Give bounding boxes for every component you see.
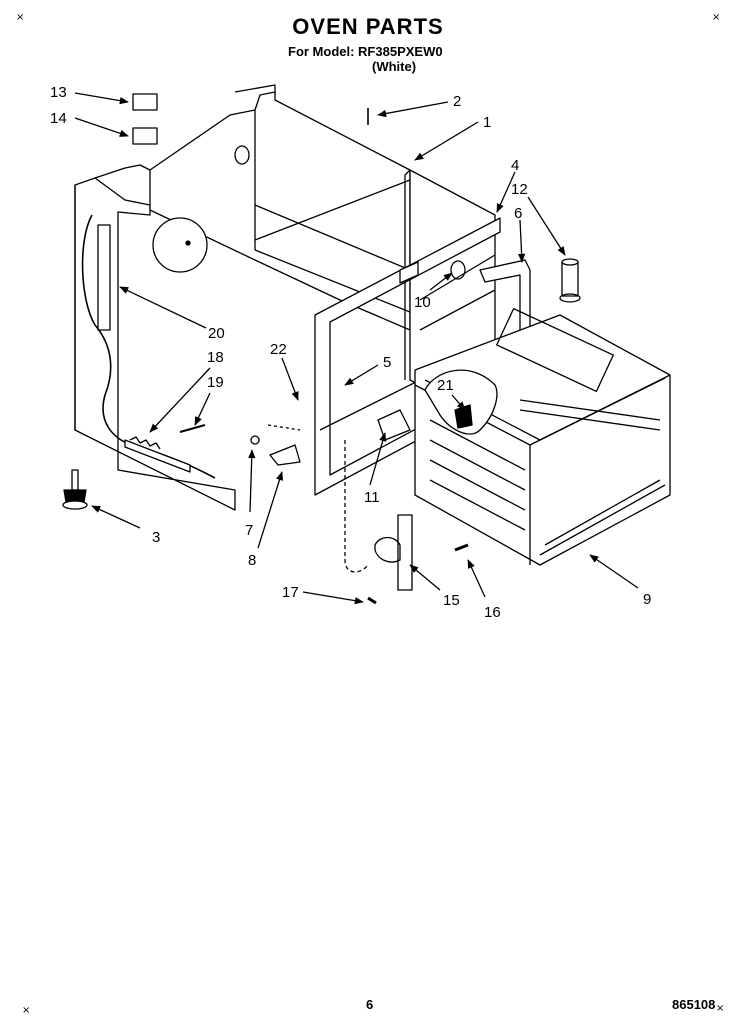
screw-17 — [367, 596, 377, 605]
hinge-receiver — [267, 424, 301, 431]
door-spring — [129, 436, 161, 450]
rear-opening — [234, 145, 250, 165]
document-number: 865108 — [672, 997, 716, 1012]
latch-assembly-15 — [374, 514, 413, 591]
harness-connector — [124, 439, 191, 473]
callout-12: 12 — [511, 181, 528, 198]
callout-16: 16 — [484, 604, 501, 621]
callout-1: 1 — [483, 114, 491, 131]
registration-mark-top-left: × — [16, 12, 25, 23]
part-14-clip — [132, 127, 158, 145]
spring-rod — [179, 424, 206, 433]
screw-16 — [454, 543, 469, 552]
callout-19: 19 — [207, 374, 224, 391]
oven-light-socket — [450, 260, 466, 280]
rear-panel — [149, 84, 411, 331]
leveling-leg — [62, 469, 88, 510]
side-panel — [74, 164, 236, 511]
fan-hub — [185, 240, 191, 246]
registration-mark-top-right: × — [712, 12, 721, 23]
model-line: For Model: RF385PXEW0 — [288, 44, 443, 59]
callout-4: 4 — [511, 157, 519, 174]
callout-numbers: 1 2 3 4 5 6 7 8 9 10 11 12 13 14 15 16 1… — [50, 84, 651, 621]
callout-9: 9 — [643, 591, 651, 608]
registration-mark-bottom-right: × — [716, 1003, 725, 1014]
callout-22: 22 — [270, 341, 287, 358]
callout-10: 10 — [414, 294, 431, 311]
callout-7: 7 — [245, 522, 253, 539]
front-frame — [314, 217, 501, 496]
callout-14: 14 — [50, 110, 67, 127]
callout-20: 20 — [208, 325, 225, 342]
callout-6: 6 — [514, 205, 522, 222]
callout-13: 13 — [50, 84, 67, 101]
callout-3: 3 — [152, 529, 160, 546]
color-line: (White) — [372, 59, 417, 74]
callout-18: 18 — [207, 349, 224, 366]
leader-lines — [74, 92, 639, 605]
registration-mark-bottom-left: × — [22, 1005, 31, 1016]
callout-21: 21 — [437, 377, 454, 394]
thermostat-tube — [559, 258, 581, 303]
callout-5: 5 — [383, 354, 391, 371]
fan-circle — [152, 217, 208, 273]
hinge-bracket-8 — [269, 444, 301, 466]
callout-17: 17 — [282, 584, 299, 601]
page-title: OVEN PARTS — [292, 14, 444, 39]
callout-2: 2 — [453, 93, 461, 110]
page-number: 6 — [366, 997, 374, 1012]
part-13-clip — [132, 93, 158, 111]
nut-7 — [250, 435, 260, 445]
callout-11: 11 — [364, 489, 380, 506]
callout-15: 15 — [443, 592, 460, 609]
callout-8: 8 — [248, 552, 256, 569]
latch-hook — [344, 440, 369, 573]
